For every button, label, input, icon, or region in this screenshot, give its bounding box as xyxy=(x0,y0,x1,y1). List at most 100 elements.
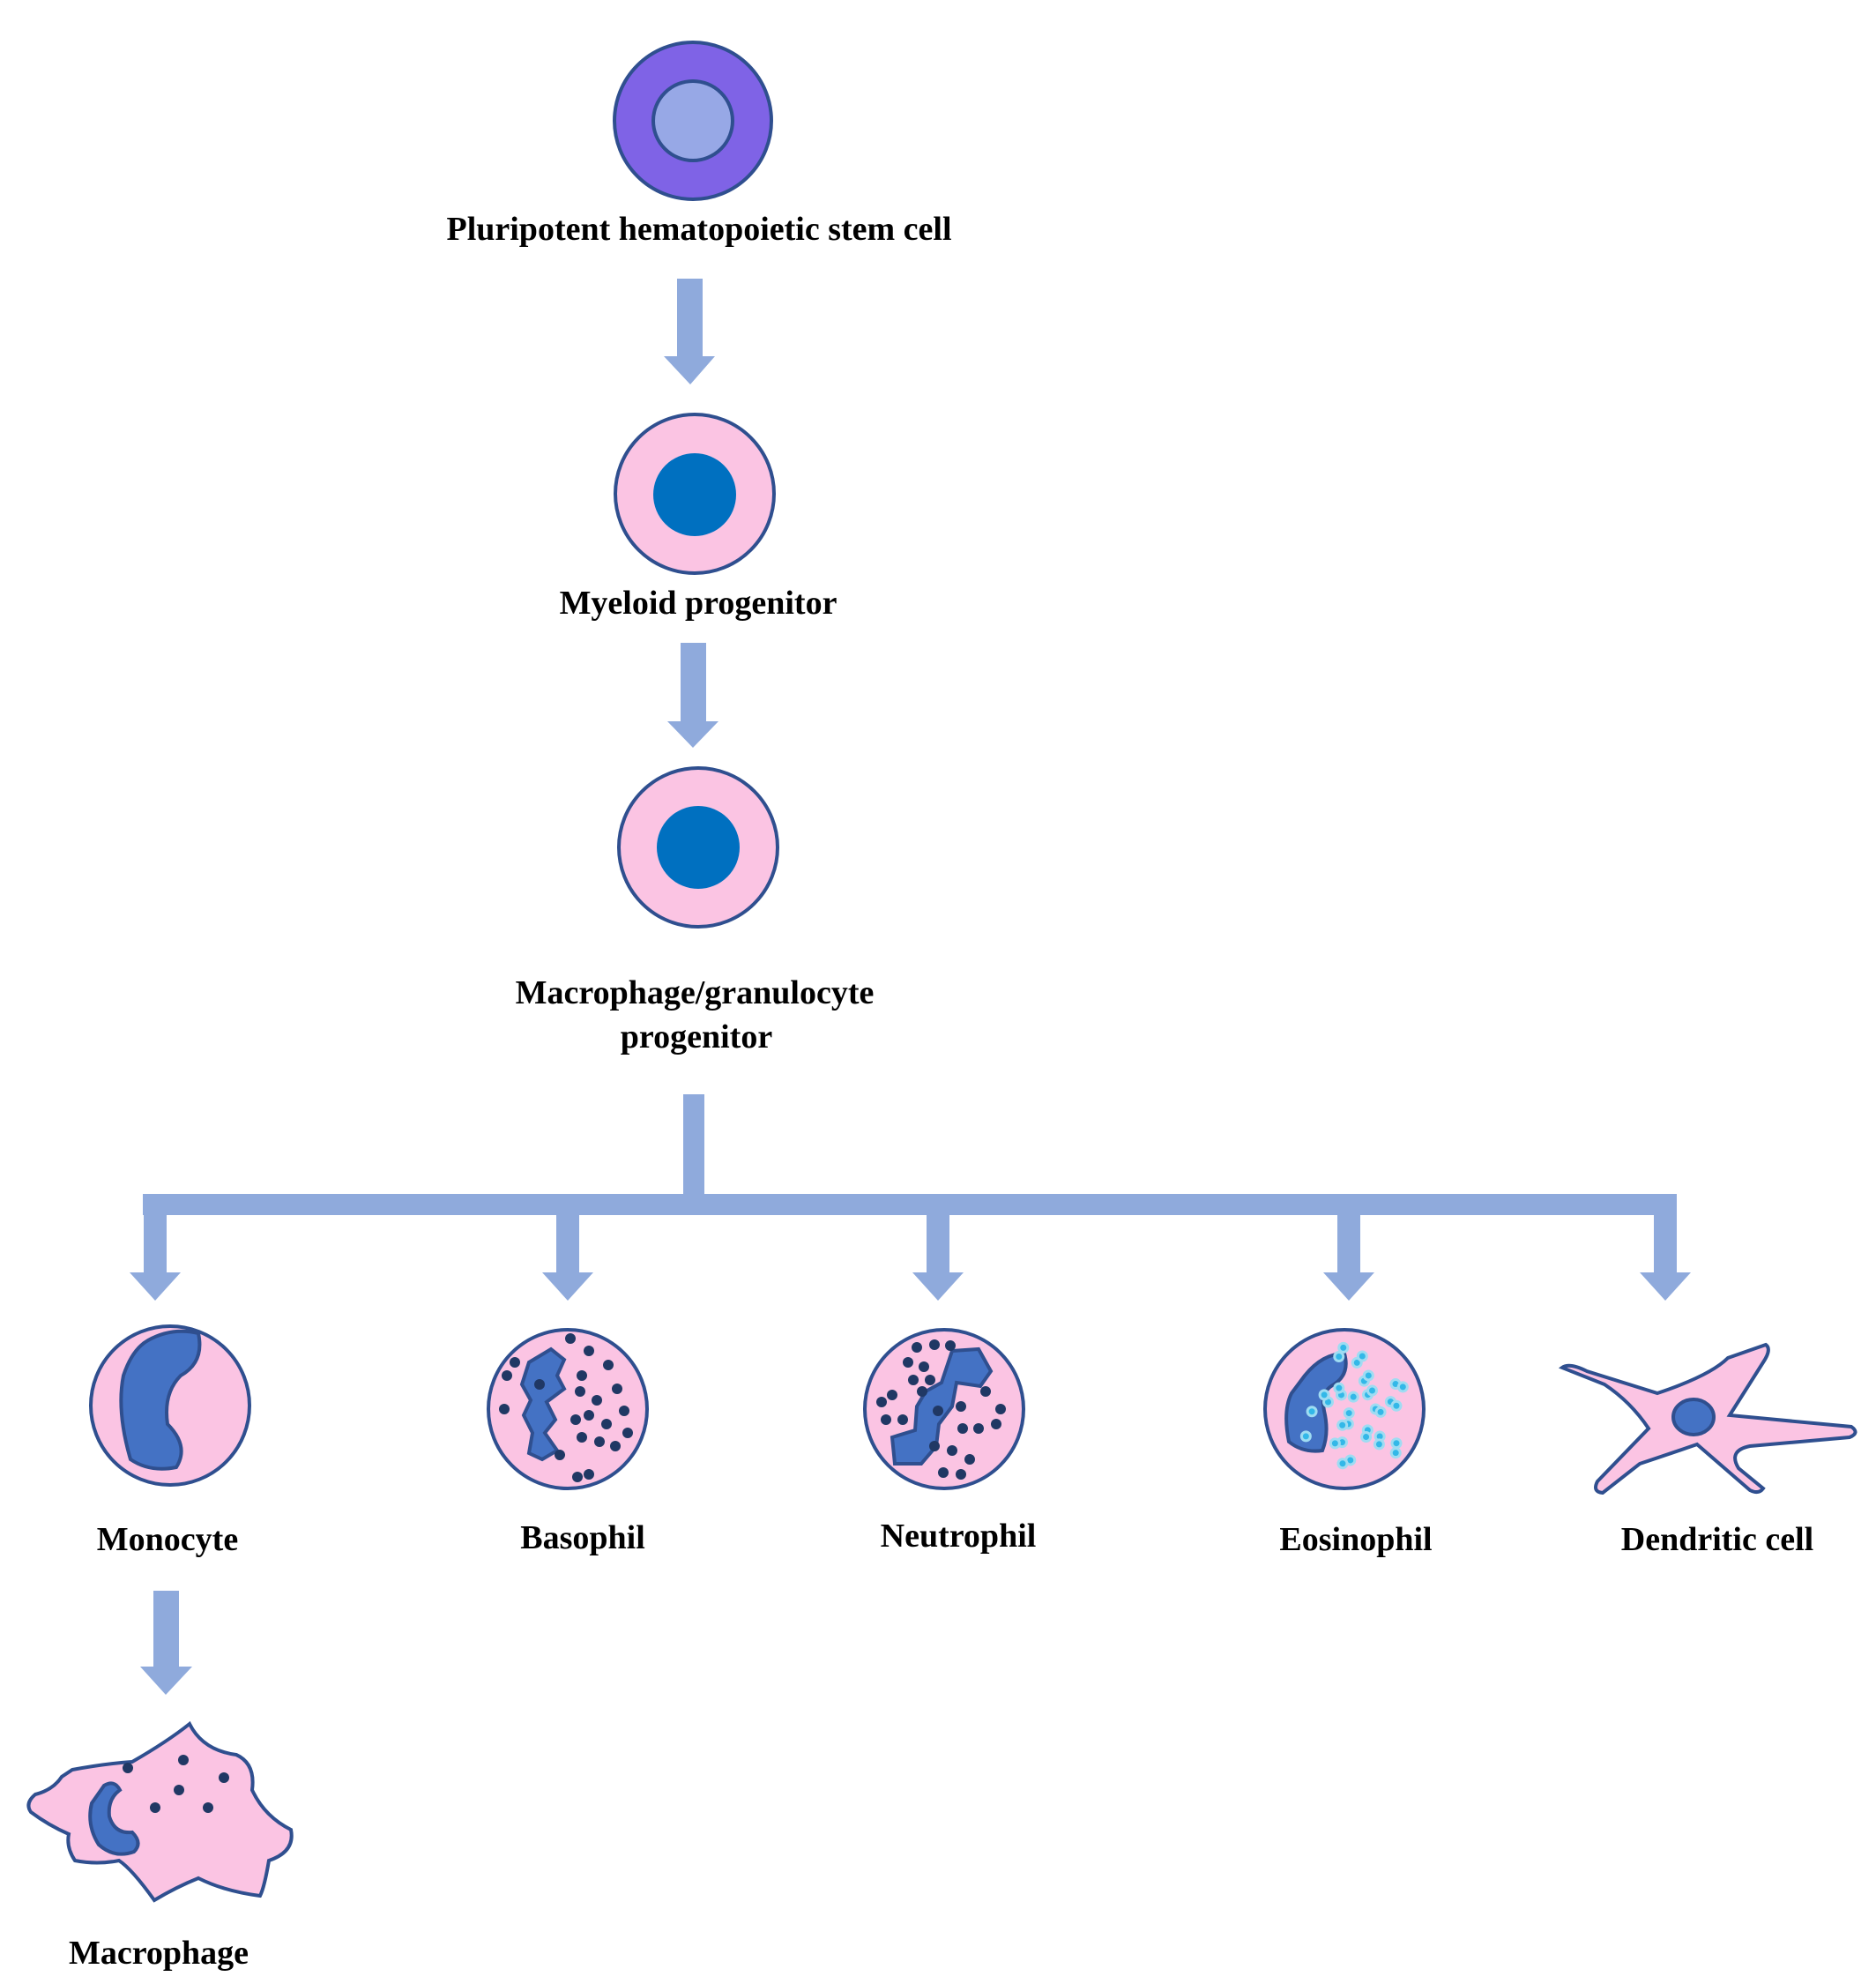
granule xyxy=(1374,1406,1387,1418)
granule xyxy=(1333,1382,1345,1394)
granule xyxy=(178,1755,189,1765)
granule xyxy=(908,1375,919,1385)
branch-connector xyxy=(143,1094,1677,1215)
granule xyxy=(123,1763,133,1773)
granule xyxy=(1373,1438,1385,1451)
arrow-myeloid-to-macgran xyxy=(667,643,718,748)
granule xyxy=(219,1772,229,1783)
granule xyxy=(584,1410,594,1421)
granule xyxy=(919,1361,929,1372)
granule xyxy=(1360,1431,1373,1443)
branch-arrow xyxy=(130,1208,181,1301)
granule xyxy=(555,1450,565,1460)
granule xyxy=(964,1454,975,1465)
granule xyxy=(584,1469,594,1480)
branch-arrow xyxy=(1640,1208,1691,1301)
granule xyxy=(957,1423,968,1434)
granule xyxy=(584,1346,594,1356)
neutrophil-cell xyxy=(863,1328,1025,1490)
granule xyxy=(565,1333,576,1344)
granule xyxy=(1336,1458,1349,1470)
eosinophil-cell xyxy=(1263,1328,1426,1490)
granule xyxy=(1390,1437,1403,1450)
arrow-stem-to-myeloid xyxy=(664,279,715,384)
granule xyxy=(1329,1437,1341,1450)
granule xyxy=(1306,1406,1318,1418)
granule xyxy=(897,1414,908,1425)
granule xyxy=(619,1406,629,1416)
granule xyxy=(929,1339,940,1350)
granule xyxy=(938,1467,949,1478)
granule xyxy=(925,1375,935,1385)
granule xyxy=(601,1419,612,1429)
granule xyxy=(499,1404,510,1414)
dendritic-cell xyxy=(1558,1342,1857,1495)
granule xyxy=(991,1419,1001,1429)
granule xyxy=(150,1802,160,1813)
granule xyxy=(1333,1351,1345,1363)
granule xyxy=(876,1397,887,1407)
granule xyxy=(980,1386,991,1397)
granule xyxy=(1299,1430,1312,1443)
granule xyxy=(1336,1419,1349,1431)
label-eosinophil: Eosinophil xyxy=(1279,1521,1432,1558)
granule xyxy=(912,1342,922,1353)
granule xyxy=(1347,1391,1359,1403)
granule xyxy=(995,1404,1006,1414)
granule xyxy=(887,1390,897,1400)
label-monocyte: Monocyte xyxy=(97,1521,238,1558)
granule xyxy=(510,1357,520,1368)
granule xyxy=(592,1395,602,1406)
granule xyxy=(610,1441,621,1451)
branch-arrow xyxy=(542,1208,593,1301)
label-basophil: Basophil xyxy=(520,1519,645,1556)
label-stem-cell: Pluripotent hematopoietic stem cell xyxy=(446,211,951,248)
granule xyxy=(903,1357,913,1368)
granule xyxy=(502,1370,512,1381)
granule xyxy=(577,1432,587,1443)
granule xyxy=(534,1379,545,1390)
granule xyxy=(594,1436,605,1447)
granule xyxy=(174,1785,184,1795)
granule xyxy=(622,1428,633,1438)
label-macgran-line1: Macrophage/granulocyte xyxy=(516,974,875,1011)
granule xyxy=(933,1406,943,1416)
granule xyxy=(1396,1381,1409,1393)
granule xyxy=(1362,1369,1374,1382)
granule xyxy=(1337,1341,1350,1354)
granule xyxy=(947,1445,957,1456)
granule xyxy=(575,1386,585,1397)
granule xyxy=(612,1384,622,1394)
label-dendritic-cell: Dendritic cell xyxy=(1621,1521,1813,1558)
granule xyxy=(881,1414,891,1425)
granule xyxy=(1318,1389,1330,1401)
myeloid-progenitor-cell xyxy=(614,413,776,575)
granule xyxy=(917,1386,927,1397)
granule xyxy=(572,1472,583,1482)
granule xyxy=(1343,1407,1355,1420)
arrow-monocyte-to-macrophage xyxy=(140,1591,192,1695)
label-macgran-line2: progenitor xyxy=(621,1018,773,1055)
label-myeloid-progenitor: Myeloid progenitor xyxy=(560,585,838,622)
granule xyxy=(1389,1447,1402,1459)
granule xyxy=(973,1423,984,1434)
basophil-cell xyxy=(487,1328,649,1490)
granule xyxy=(956,1401,966,1412)
granule xyxy=(945,1340,956,1351)
granule xyxy=(570,1414,581,1425)
branch-arrow xyxy=(912,1208,964,1301)
macrophage-cell xyxy=(26,1720,294,1903)
stem-cell xyxy=(613,41,773,201)
granule xyxy=(1356,1350,1368,1362)
granule xyxy=(956,1469,966,1480)
granule xyxy=(929,1441,940,1451)
granule xyxy=(1390,1399,1403,1412)
label-macrophage: Macrophage xyxy=(69,1935,249,1972)
granule xyxy=(1366,1384,1379,1397)
monocyte-cell xyxy=(89,1324,251,1487)
label-neutrophil: Neutrophil xyxy=(881,1518,1037,1555)
granule xyxy=(603,1360,614,1370)
branch-arrow xyxy=(1323,1208,1374,1301)
macgran-progenitor-cell xyxy=(617,766,779,929)
